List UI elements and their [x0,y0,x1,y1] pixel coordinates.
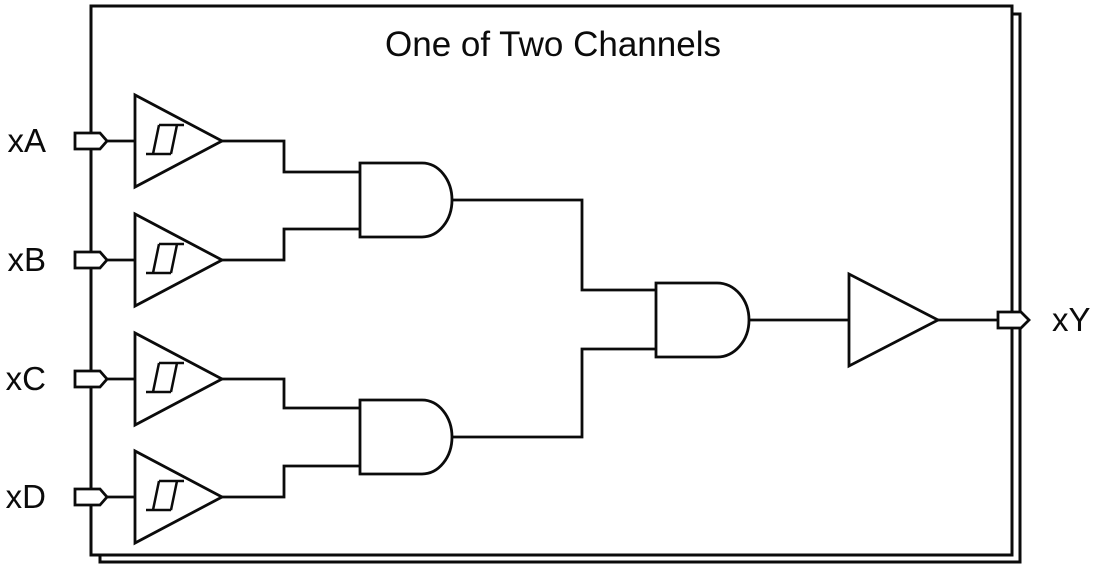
wire-and-bottom-to-final [452,347,656,439]
input-pin-xb-icon [73,250,109,270]
wire-xa-to-and-top [222,139,360,174]
schmitt-buffer-xb-icon [133,211,225,309]
and-gate-bottom-icon [358,398,454,476]
schmitt-buffer-xa-icon [133,92,225,190]
output-buffer-icon [847,271,942,369]
hysteresis-xa-icon [146,123,184,156]
hysteresis-xd-icon [146,479,184,512]
input-pin-xa-icon [73,131,109,151]
wire-and-top-to-final [452,198,656,292]
diagram-title: One of Two Channels [385,25,721,64]
hysteresis-xb-icon [146,242,184,275]
wire-xd-to-and-bottom [222,464,360,499]
wire-xb-to-and-top [222,227,360,262]
and-gate-final-icon [654,281,751,359]
input-label-xc: xC [6,360,46,397]
schmitt-buffer-xa [133,92,225,190]
wire-xc-to-and-bottom [222,377,360,410]
schmitt-buffer-xc-icon [133,330,225,428]
schmitt-buffer-xb [133,211,225,309]
input-pin-xd-icon [73,487,109,507]
and-gate-top-icon [358,161,454,239]
input-label-xb: xB [7,241,46,278]
input-label-xd: xD [6,478,46,515]
schmitt-buffer-xd-icon [133,448,225,546]
input-pin-xc-icon [73,369,109,389]
hysteresis-xc-icon [146,361,184,394]
channel-box-front [89,4,1014,557]
schmitt-buffer-xd [133,448,225,546]
schmitt-buffer-xc [133,330,225,428]
output-pin-xy-icon [996,310,1031,330]
output-label-xy: xY [1052,301,1091,338]
input-label-xa: xA [7,122,46,159]
